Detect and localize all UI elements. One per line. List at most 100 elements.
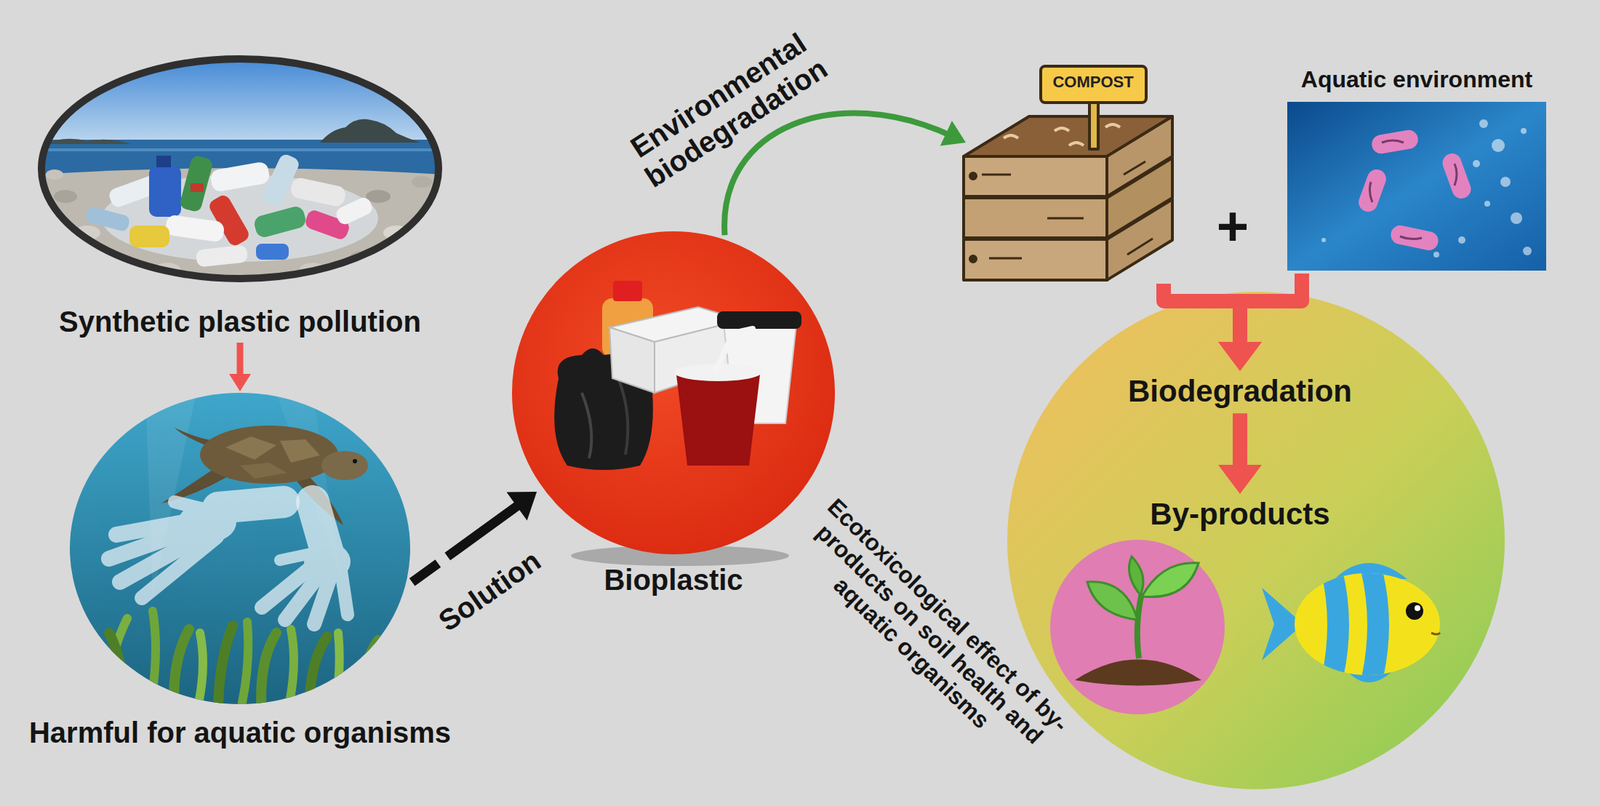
- plastic-pile: [149, 165, 182, 217]
- connector-arrow: [229, 342, 251, 392]
- seagrass: [360, 640, 379, 713]
- bubbles: [1500, 176, 1511, 187]
- glove: [178, 501, 237, 543]
- fish-icon: [1320, 567, 1390, 684]
- label-anchor: COMPOST: [1052, 72, 1134, 91]
- connector-arrow: [724, 113, 966, 236]
- bioplastic-items: [717, 311, 802, 329]
- turtle: [321, 450, 368, 480]
- pebbles: [53, 189, 78, 203]
- seagrass: [149, 610, 156, 713]
- plastic-pile: [209, 160, 271, 192]
- bioplastic-items: [676, 374, 760, 466]
- aquatic-image-node-area: [1287, 101, 1547, 271]
- bioplastic-items: [609, 327, 655, 393]
- plastic-pile: [156, 155, 171, 168]
- compost-crate: [1106, 199, 1173, 280]
- fish-icon: [1360, 567, 1390, 684]
- seagrass: [218, 625, 233, 713]
- fish-icon: [1320, 567, 1350, 684]
- seagrass: [101, 618, 128, 713]
- beach-photo: [36, 54, 444, 284]
- seagrass: [287, 629, 294, 713]
- bubbles: [1484, 200, 1491, 207]
- plant-icon: [1074, 659, 1202, 686]
- bubbles: [1321, 237, 1326, 243]
- compost-crate: [963, 156, 1107, 197]
- beach-photo: [43, 138, 131, 144]
- plastic-pile: [129, 225, 170, 248]
- bioplastic-circle: Bioplastic: [512, 231, 835, 597]
- connector-line: [237, 342, 244, 379]
- plastic-pile: [84, 152, 379, 267]
- bacteria: [1356, 166, 1390, 214]
- photo-circle-node-area: [69, 392, 411, 704]
- fish-icon: [1431, 632, 1440, 635]
- node-label: Harmful for aquatic organisms: [29, 715, 452, 750]
- glove: [109, 501, 284, 598]
- glove: [218, 501, 284, 508]
- arrow-head: [1218, 341, 1262, 371]
- process-label: By-products: [1149, 496, 1331, 532]
- seagrass: [72, 625, 85, 713]
- plastic-pile: [252, 204, 307, 239]
- seagrass: [196, 632, 203, 713]
- bioplastic-disc: [512, 231, 835, 555]
- compost-crate: [1003, 124, 1120, 146]
- bioplastic-items: [613, 280, 643, 302]
- bubbles: [1458, 236, 1466, 244]
- node-label: Biodegradation: [1128, 373, 1353, 409]
- glove: [304, 542, 351, 581]
- plant-icon: [1137, 592, 1142, 659]
- connector-line: [1240, 273, 1302, 351]
- underwater-photo: [65, 389, 419, 713]
- seagrass: [309, 636, 328, 713]
- aquatic-image: [1287, 101, 1547, 271]
- fish-icon: [1414, 605, 1421, 611]
- connector-line: [724, 113, 952, 236]
- plus-sign: +: [1216, 194, 1249, 258]
- bubbles: [1510, 212, 1523, 224]
- annotation-text: Ecotoxicological effect of by- products …: [779, 487, 1080, 782]
- seagrass: [261, 632, 277, 713]
- compost-crate: [981, 161, 1153, 259]
- compost-box-area: COMPOST: [960, 66, 1179, 281]
- connector-arrow: [1218, 413, 1262, 494]
- turtle: [352, 458, 358, 464]
- bubbles: [1520, 128, 1527, 134]
- seagrass: [240, 621, 248, 713]
- plastic-pile: [164, 214, 225, 243]
- connector-line: [1163, 283, 1240, 351]
- plastic-pile: [195, 244, 248, 267]
- plastic-pile: [84, 205, 131, 233]
- compost-crate: [963, 66, 1173, 280]
- bubbles: [1472, 160, 1480, 168]
- aquatic-image: [1287, 101, 1547, 271]
- bacteria: [1369, 140, 1457, 240]
- photo-frame: [41, 58, 439, 279]
- node-label: Aquatic environment: [1287, 66, 1547, 94]
- compost-crate: [963, 239, 1107, 280]
- plant-icon: [1050, 539, 1225, 715]
- arrow-head: [1218, 464, 1262, 494]
- seagrass: [406, 650, 419, 713]
- turtle: [240, 462, 288, 479]
- plastic-pile: [333, 195, 374, 227]
- plant-icon: [1128, 556, 1144, 595]
- seagrass: [334, 632, 340, 713]
- pebbles: [45, 169, 64, 180]
- process-label: Biodegradation: [1128, 373, 1353, 409]
- aquatic-image-node: Aquatic environment: [1287, 66, 1547, 271]
- edge-label: Environmental biodegradation: [611, 18, 843, 200]
- bacteria: [1389, 223, 1440, 252]
- glove: [141, 536, 217, 598]
- label-anchor: Solution: [432, 543, 547, 638]
- photo-ellipse-node-area: [41, 58, 439, 279]
- bubbles: [1491, 138, 1505, 152]
- glove: [261, 501, 351, 624]
- photo-ellipse-node: Synthetic plastic pollution: [41, 58, 439, 339]
- bubbles: [1321, 119, 1532, 258]
